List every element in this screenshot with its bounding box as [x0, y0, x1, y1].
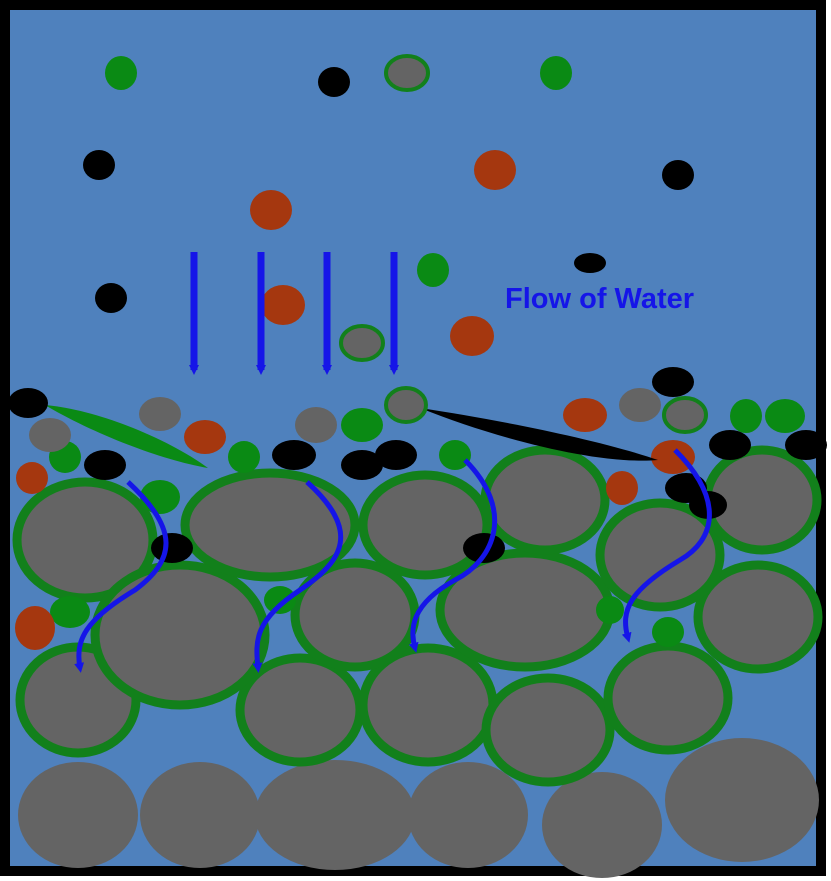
green-particle: [439, 440, 471, 470]
rust-particle: [15, 606, 55, 650]
dark-particle: [95, 283, 127, 313]
flow-of-water-label: Flow of Water: [505, 283, 695, 315]
gravel-grain: [255, 760, 415, 870]
sand-grain: [480, 445, 610, 555]
coated-particle: [384, 386, 428, 424]
coated-particle: [662, 396, 708, 434]
gravel-grain: [408, 762, 528, 868]
percolation-arrow: [621, 448, 712, 643]
sand-grain: [12, 477, 158, 603]
rust-particle: [261, 285, 305, 325]
support-gravel-layer: [18, 738, 819, 878]
dark-particle: [574, 253, 606, 273]
rust-particle: [563, 398, 607, 432]
green-particle: [50, 596, 90, 628]
coated-particle: [339, 324, 385, 362]
green-particle: [765, 399, 805, 433]
green-particle: [228, 441, 260, 473]
green-particle: [652, 617, 684, 647]
dark-particle: [709, 430, 751, 460]
green-particle: [540, 56, 572, 90]
dark-particle: [463, 533, 505, 563]
flow-arrows: [189, 252, 399, 375]
gray-particle: [295, 407, 337, 443]
dark-particle: [84, 450, 126, 480]
sand-grain: [358, 470, 492, 580]
rust-particle: [606, 471, 638, 505]
gravel-grain: [665, 738, 819, 862]
sand-grain: [481, 673, 615, 787]
dark-particle: [272, 440, 316, 470]
rust-particle: [250, 190, 292, 230]
percolation-arrow: [252, 480, 344, 673]
coated-particle: [384, 54, 430, 92]
percolation-arrows: [74, 448, 712, 673]
green-particle: [264, 586, 296, 614]
percolation-arrow: [408, 458, 498, 653]
dark-particle: [151, 533, 193, 563]
dark-particle: [341, 450, 383, 480]
gray-particle: [29, 418, 71, 452]
green-particle: [596, 596, 624, 624]
sand-grain-layer: [12, 445, 823, 787]
dark-particle: [662, 160, 694, 190]
green-particle: [417, 253, 449, 287]
rust-particles-lower: [15, 398, 695, 650]
gravel-grain: [140, 762, 260, 868]
sand-grain: [693, 560, 823, 674]
sand-grain: [595, 498, 725, 612]
rust-particle: [450, 316, 494, 356]
sand-grain: [603, 641, 733, 755]
percolation-arrow: [74, 480, 169, 673]
green-particle: [730, 399, 762, 433]
green-particle: [341, 408, 383, 442]
gray-particle: [619, 388, 661, 422]
surface-layer: [8, 367, 827, 563]
dark-particle: [652, 367, 694, 397]
dark-strand: [420, 408, 658, 461]
sand-grain: [90, 560, 270, 710]
sand-grain: [180, 468, 360, 582]
sand-grain: [435, 548, 615, 672]
rust-particle: [16, 462, 48, 494]
dark-particle: [83, 150, 115, 180]
green-particle: [105, 56, 137, 90]
dark-particle: [785, 430, 827, 460]
rust-particle: [184, 420, 226, 454]
gray-particle: [139, 397, 181, 431]
rust-particle: [474, 150, 516, 190]
gravel-grain: [18, 762, 138, 868]
dark-particle: [318, 67, 350, 97]
gravel-grain: [542, 772, 662, 878]
suspended-particles: [83, 54, 694, 362]
algae-strand: [45, 405, 208, 468]
dark-particle: [375, 440, 417, 470]
dark-particle: [8, 388, 48, 418]
rust-particle: [651, 440, 695, 474]
sand-grain: [235, 653, 365, 767]
